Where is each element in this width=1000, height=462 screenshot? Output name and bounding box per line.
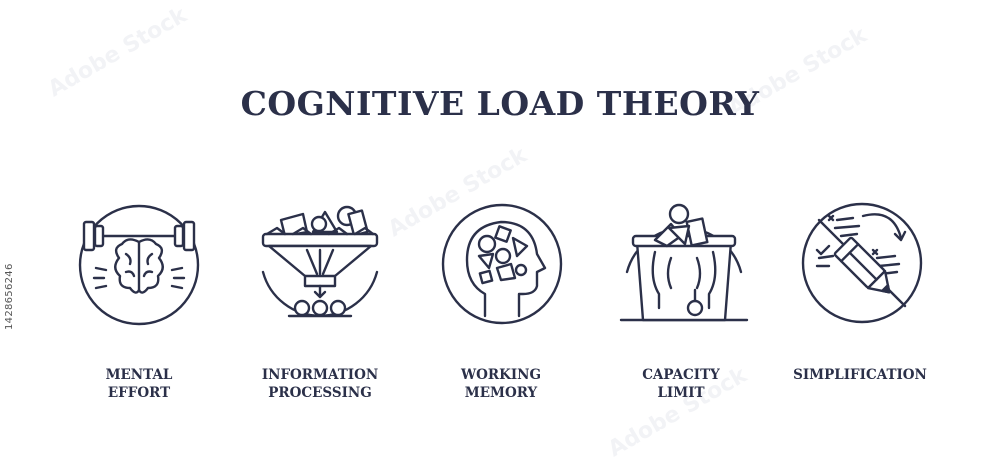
overflowing-bin-icon — [619, 198, 749, 328]
label-line: EFFORT — [107, 385, 171, 401]
funnel-shapes-icon — [255, 198, 385, 328]
head-shapes-icon — [437, 198, 567, 328]
label-line: CAPACITY — [642, 367, 720, 383]
label-simplification: SIMPLIFICATION — [780, 366, 940, 384]
label-information-processing: INFORMATION PROCESSING — [240, 366, 400, 402]
label-line: MEMORY — [464, 385, 538, 401]
label-line: INFORMATION — [261, 367, 379, 383]
label-mental-effort: MENTAL EFFORT — [59, 366, 219, 402]
label-capacity-limit: CAPACITY LIMIT — [601, 366, 761, 402]
stock-id: 1428656246 — [4, 263, 15, 330]
label-line: SIMPLIFICATION — [793, 367, 927, 383]
label-line: LIMIT — [657, 385, 705, 401]
label-line: MENTAL — [105, 367, 173, 383]
page-title: COGNITIVE LOAD THEORY — [240, 84, 760, 123]
label-line: WORKING — [460, 367, 542, 383]
pencil-cross-icon — [797, 198, 927, 328]
brain-barbell-icon — [74, 198, 204, 328]
label-line: PROCESSING — [268, 385, 372, 401]
label-working-memory: WORKING MEMORY — [421, 366, 581, 402]
